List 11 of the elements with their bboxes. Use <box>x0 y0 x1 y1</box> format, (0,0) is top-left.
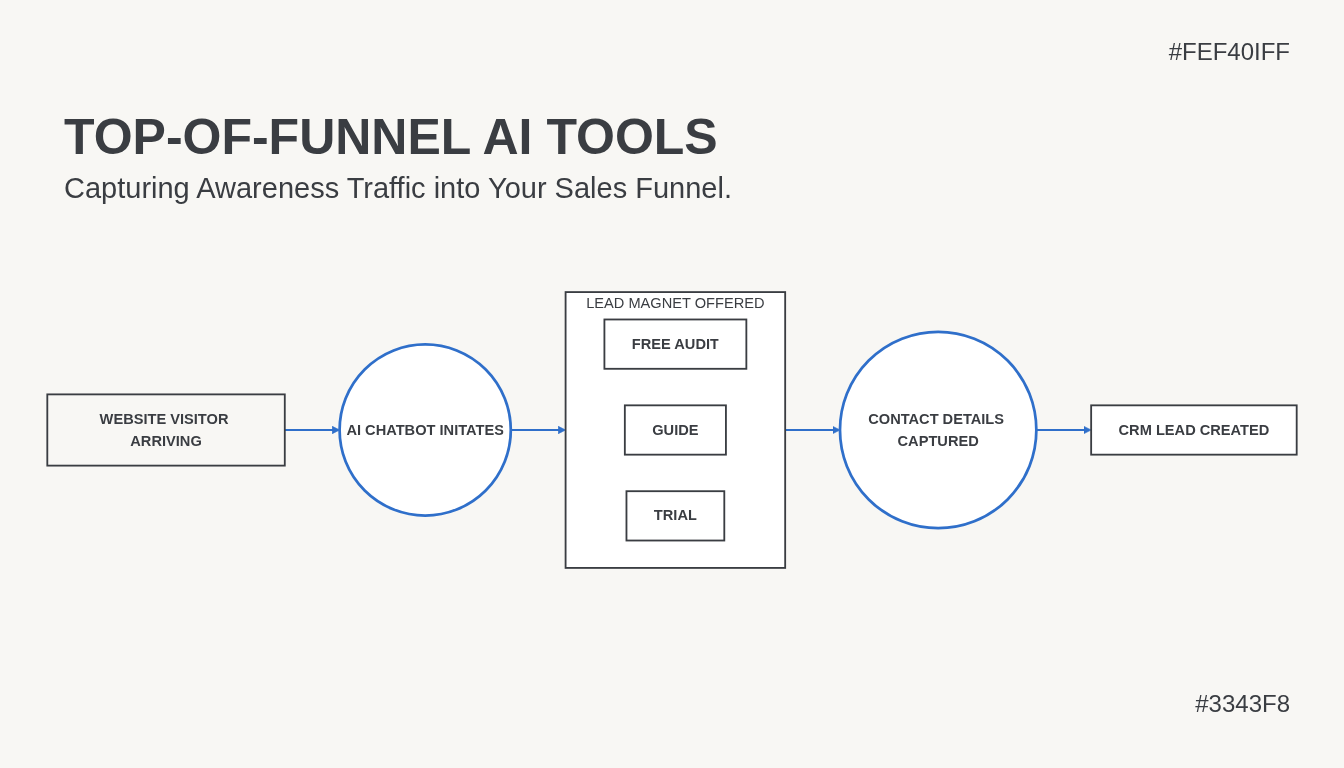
node-box: WEBSITE VISITOR ARRIVING <box>46 393 286 467</box>
note-text: #3343F8 <box>1195 690 1290 718</box>
node-circle: AI CHATBOT INITATES <box>338 343 513 517</box>
node-box: FREE AUDIT <box>603 318 748 370</box>
node-box: GUIDE <box>623 404 727 456</box>
subtitle: Capturing Awareness Traffic into Your Sales Funnel. <box>64 172 732 205</box>
node-box: CRM LEAD CREATED <box>1090 404 1298 456</box>
node-box: TRIAL <box>625 490 726 542</box>
node-circle: CONTACT DETAILS CAPTURED <box>838 330 1038 530</box>
note-text: #FEF40IFF <box>1168 38 1290 66</box>
title: TOP-OF-FUNNEL AI TOOLS <box>64 108 718 166</box>
